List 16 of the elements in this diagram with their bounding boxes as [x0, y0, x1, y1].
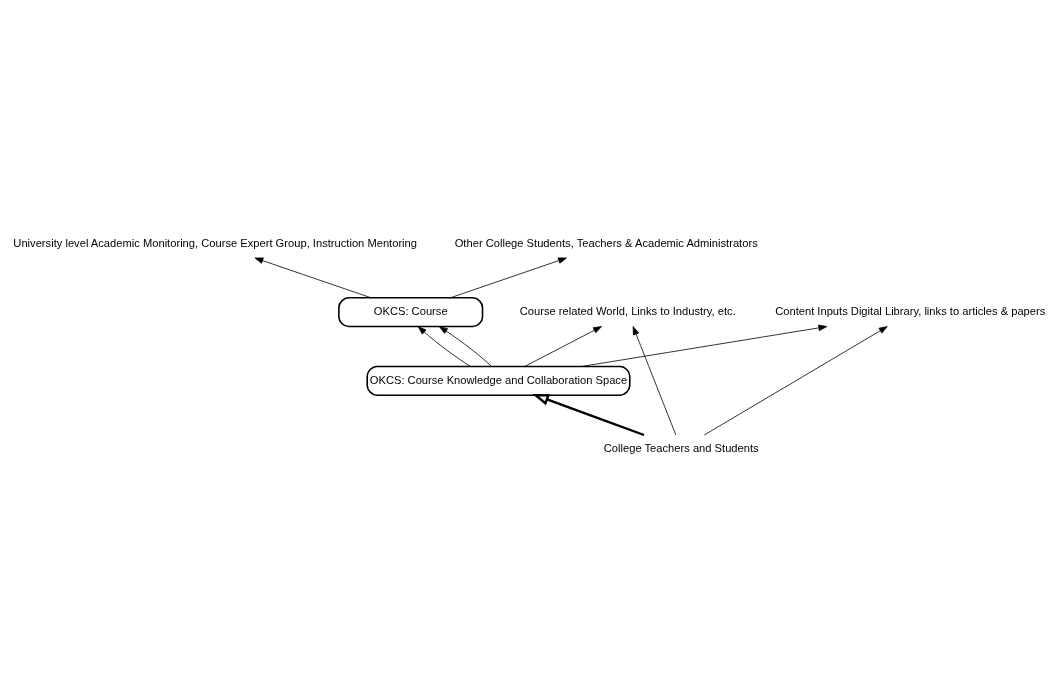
arrow: [439, 326, 492, 367]
node-box: OKCS: Course Knowledge and Collaboration Space: [366, 365, 631, 396]
arrow: [532, 394, 645, 437]
node-box: OKCS: Course: [338, 297, 484, 328]
arrow: [417, 326, 471, 367]
node-text: College Teachers and Students: [603, 442, 759, 455]
node-text: Other College Students, Teachers & Academic Administrators: [454, 236, 758, 249]
node-text: Content Inputs Digital Library, links to articles & papers: [775, 305, 1046, 318]
node-text: Course related World, Links to Industry, etc.: [519, 305, 736, 318]
arrow: [450, 257, 567, 299]
arrow: [524, 326, 602, 367]
arrow: [703, 326, 888, 436]
arrow: [632, 326, 677, 436]
node-text: University level Academic Monitoring, Course Expert Group, Instruction Mentoring: [13, 236, 418, 249]
arrow: [254, 257, 372, 299]
arrow: [581, 324, 828, 367]
